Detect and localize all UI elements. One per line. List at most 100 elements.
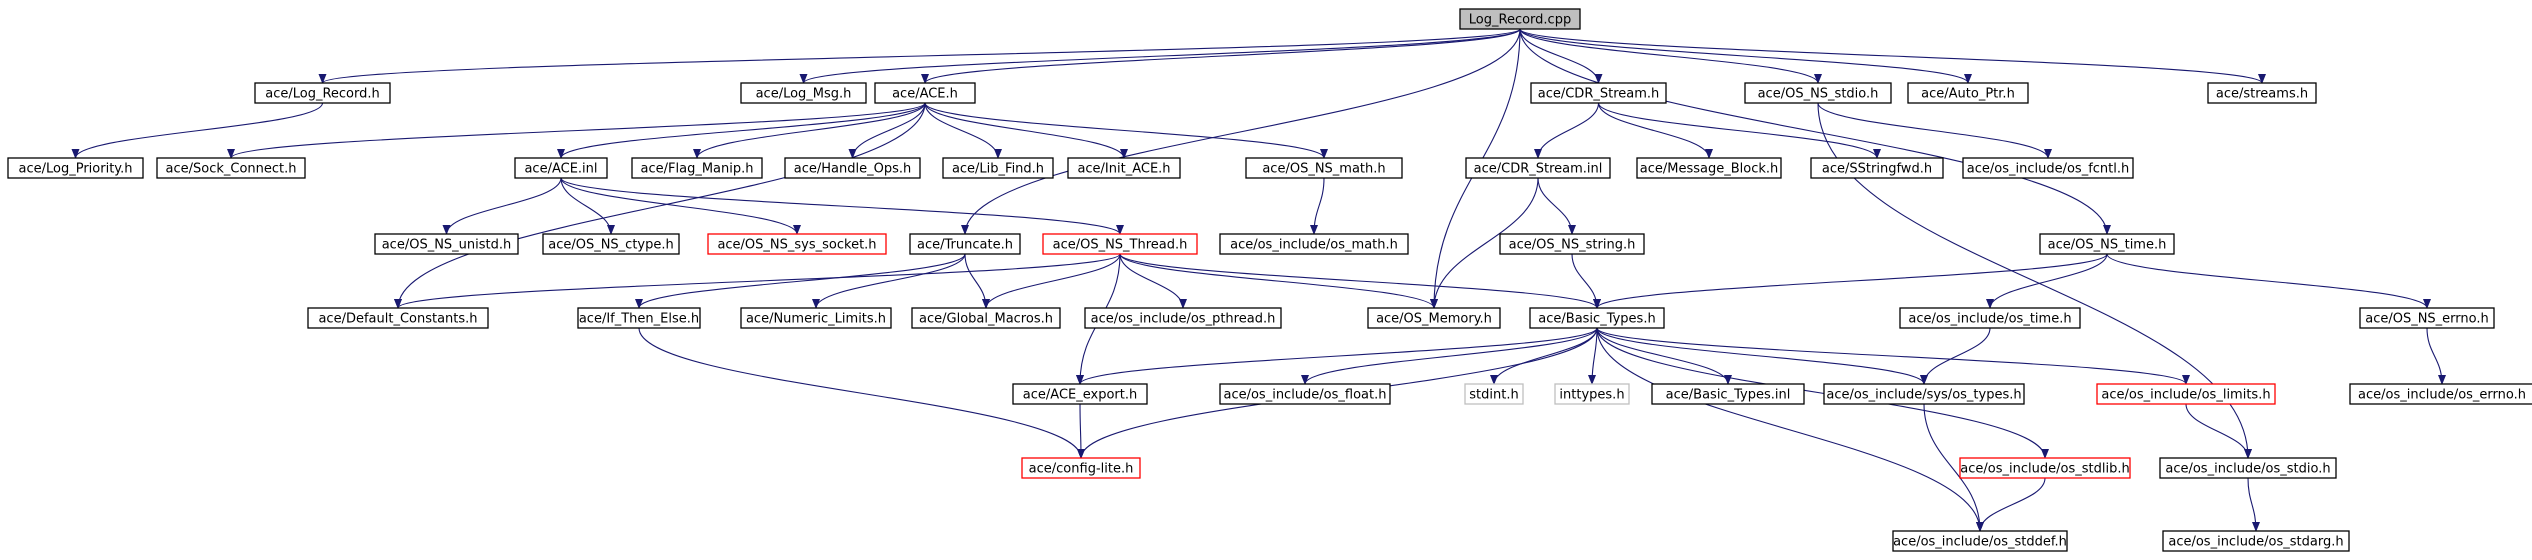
node-label: inttypes.h [1559,388,1624,403]
node-ace-os-include-os-stdlib-h[interactable]: ace/os_include/os_stdlib.h [1959,457,2131,479]
node-label: ace/os_include/os_stdlib.h [1960,462,2129,477]
edge-n36-to-n44 [2426,327,2446,385]
node-ace-os-ns-time-h[interactable]: ace/OS_NS_time.h [2039,233,2175,255]
node-box [1554,383,1630,405]
node-ace-os-ns-ctype-h[interactable]: ace/OS_NS_ctype.h [542,233,680,255]
node-ace-os-ns-errno-h[interactable]: ace/OS_NS_errno.h [2359,307,2495,329]
edge-n3-to-n14 [924,102,1128,159]
edge-n10-to-n25 [560,177,1124,235]
node-ace-os-include-os-stdio-h[interactable]: ace/os_include/os_stdio.h [2159,457,2337,479]
node-inttypes-h[interactable]: inttypes.h [1554,383,1630,405]
node-ace-sock-connect-h[interactable]: ace/Sock_Connect.h [156,157,306,179]
node-label: ace/os_include/os_errno.h [2358,388,2526,403]
node-ace-log-priority-h[interactable]: ace/Log_Priority.h [7,157,144,179]
node-box [1892,530,2068,552]
node-ace-cdr-stream-inl[interactable]: ace/CDR_Stream.inl [1465,157,1611,179]
edge-n35-to-n42 [1920,327,1991,385]
edge-n3-to-n13 [924,102,1002,159]
node-box [2159,457,2337,479]
node-ace-init-ace-h[interactable]: ace/Init_ACE.h [1067,157,1181,179]
node-ace-os-include-os-limits-h[interactable]: ace/os_include/os_limits.h [2096,383,2276,405]
node-ace-os-include-os-float-h[interactable]: ace/os_include/os_float.h [1219,383,1391,405]
edge-n0-to-n1 [318,28,1521,84]
node-box [156,157,306,179]
node-label: ace/CDR_Stream.inl [1474,162,1603,177]
node-box [374,233,519,255]
node-ace-global-macros-h[interactable]: ace/Global_Macros.h [911,307,1061,329]
edge-n34-to-n37 [1076,327,1598,385]
node-ace-os-ns-stdio-h[interactable]: ace/OS_NS_stdio.h [1744,82,1892,104]
node-box [1042,233,1198,255]
node-box [1810,157,1944,179]
node-ace-log-msg-h[interactable]: ace/Log_Msg.h [740,82,867,104]
edge-n34-to-n40 [1588,327,1598,385]
node-box [2359,307,2495,329]
node-ace-os-ns-thread-h[interactable]: ace/OS_NS_Thread.h [1042,233,1198,255]
node-label: ace/OS_NS_errno.h [2365,312,2489,327]
node-log-record-cpp[interactable]: Log_Record.cpp [1459,8,1581,30]
node-ace-os-ns-unistd-h[interactable]: ace/OS_NS_unistd.h [374,233,519,255]
node-ace-os-memory-h[interactable]: ace/OS_Memory.h [1367,307,1501,329]
edge-n47-to-n49 [2247,477,2260,532]
edge-n0-to-n5 [1519,28,1822,84]
node-label: ace/os_include/os_time.h [1908,312,2071,327]
node-ace-ace-export-h[interactable]: ace/ACE_export.h [1012,383,1148,405]
edge-n0-to-n4 [1519,28,1603,84]
node-ace-lib-find-h[interactable]: ace/Lib_Find.h [942,157,1054,179]
node-ace-if-then-else-h[interactable]: ace/If_Then_Else.h [577,307,701,329]
edge-n29-to-n45 [638,327,1085,459]
node-label: ace/OS_NS_sys_socket.h [717,238,876,253]
node-label: ace/Log_Record.h [265,87,380,102]
node-ace-log-record-h[interactable]: ace/Log_Record.h [254,82,391,104]
edge-n0-to-n24 [961,28,1521,235]
node-ace-streams-h[interactable]: ace/streams.h [2207,82,2317,104]
node-ace-basic-types-inl[interactable]: ace/Basic_Types.inl [1651,383,1805,405]
node-ace-flag-manip-h[interactable]: ace/Flag_Manip.h [631,157,763,179]
node-ace-default-constants-h[interactable]: ace/Default_Constants.h [307,307,489,329]
edge-n43-to-n47 [2185,403,2252,459]
node-ace-os-ns-string-h[interactable]: ace/OS_NS_string.h [1499,233,1645,255]
node-ace-os-include-os-stddef-h[interactable]: ace/os_include/os_stddef.h [1892,530,2068,552]
node-ace-truncate-h[interactable]: ace/Truncate.h [909,233,1021,255]
node-label: ace/Basic_Types.inl [1666,388,1791,403]
node-ace-os-include-os-pthread-h[interactable]: ace/os_include/os_pthread.h [1084,307,1282,329]
node-ace-cdr-stream-h[interactable]: ace/CDR_Stream.h [1530,82,1667,104]
node-ace-handle-ops-h[interactable]: ace/Handle_Ops.h [784,157,921,179]
node-ace-ace-h[interactable]: ace/ACE.h [874,82,976,104]
node-ace-os-include-sys-os-types-h[interactable]: ace/os_include/sys/os_types.h [1823,383,2025,405]
node-ace-numeric-limits-h[interactable]: ace/Numeric_Limits.h [740,307,892,329]
node-box [2096,383,2276,405]
node-label: ace/Message_Block.h [1640,162,1779,177]
node-stdint-h[interactable]: stdint.h [1464,383,1524,405]
node-ace-os-include-os-time-h[interactable]: ace/os_include/os_time.h [1899,307,2081,329]
node-label: ace/OS_NS_ctype.h [548,238,674,253]
node-ace-auto-ptr-h[interactable]: ace/Auto_Ptr.h [1907,82,2029,104]
node-box [1219,383,1391,405]
edge-n25-to-n28 [394,253,1121,309]
node-box [1529,307,1665,329]
node-label: ace/Handle_Ops.h [794,162,911,177]
node-ace-basic-types-h[interactable]: ace/Basic_Types.h [1529,307,1665,329]
node-ace-os-include-os-errno-h[interactable]: ace/os_include/os_errno.h [2349,383,2532,405]
edge-n34-to-n48 [1596,327,1984,532]
node-box [1651,383,1805,405]
node-label: ace/Lib_Find.h [952,162,1044,177]
node-ace-os-include-os-math-h[interactable]: ace/os_include/os_math.h [1219,233,1409,255]
edge-n37-to-n45 [1076,403,1085,459]
edge-n3-to-n9 [227,102,926,159]
node-ace-os-ns-math-h[interactable]: ace/OS_NS_math.h [1245,157,1403,179]
node-label: ace/Auto_Ptr.h [1921,87,2015,102]
node-ace-config-lite-h[interactable]: ace/config-lite.h [1021,457,1141,479]
edge-n24-to-n29 [635,253,966,309]
node-ace-ace-inl[interactable]: ace/ACE.inl [514,157,608,179]
node-ace-os-include-os-fcntl-h[interactable]: ace/os_include/os_fcntl.h [1962,157,2134,179]
node-ace-message-block-h[interactable]: ace/Message_Block.h [1636,157,1782,179]
node-ace-sstringfwd-h[interactable]: ace/SStringfwd.h [1810,157,1944,179]
edge-n46-to-n48 [1976,477,2046,532]
node-label: ace/OS_Memory.h [1376,312,1492,327]
node-box [1012,383,1148,405]
node-ace-os-ns-sys-socket-h[interactable]: ace/OS_NS_sys_socket.h [707,233,887,255]
node-ace-os-include-os-stdarg-h[interactable]: ace/os_include/os_stdarg.h [2162,530,2350,552]
edge-n3-to-n12 [848,102,926,159]
node-box [1021,457,1141,479]
